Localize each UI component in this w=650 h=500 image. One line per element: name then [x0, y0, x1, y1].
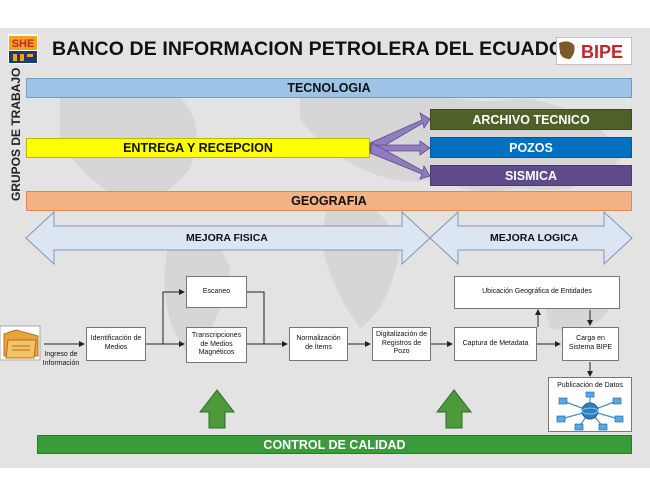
box-normalizacion: Normalización de Ítems [289, 327, 348, 361]
folder-icon [0, 318, 44, 366]
publicacion-label: Publicación de Datos [557, 382, 623, 389]
mejora-fisica-label: MEJORA FISICA [186, 232, 268, 244]
page-title: BANCO DE INFORMACION PETROLERA DEL ECUAD… [52, 38, 579, 60]
svg-text:BIPE: BIPE [581, 42, 623, 62]
box-escaneo: Escaneo [186, 276, 247, 308]
bar-tecnologia: TECNOLOGIA [26, 78, 632, 98]
fan-arrows [369, 112, 431, 180]
svg-text:SHE: SHE [12, 38, 35, 50]
box-identificacion: Identificación de Medios [86, 327, 146, 361]
bar-entrega-recepcion: ENTREGA Y RECEPCION [26, 138, 370, 158]
box-carga: Carga en Sistema BIPE [562, 327, 619, 361]
bar-geografia: GEOGRAFIA [26, 191, 632, 211]
box-publicacion: Publicación de Datos [548, 377, 632, 432]
up-arrow-left [198, 389, 236, 429]
she-logo: SHE [8, 34, 38, 64]
box-captura: Captura de Metadata [454, 327, 537, 361]
mejora-logica-label: MEJORA LOGICA [490, 232, 579, 244]
box-digitalizacion: Digitalización de Registros de Pozo [372, 327, 431, 361]
ingreso-label: Ingreso de Información [42, 351, 80, 368]
bar-sismica: SISMICA [430, 165, 632, 186]
mejora-logica-arrow [429, 210, 633, 266]
bar-pozos: POZOS [430, 137, 632, 158]
bar-archivo-tecnico: ARCHIVO TECNICO [430, 109, 632, 130]
network-globe-icon [556, 391, 624, 431]
box-transcripciones: Transcripciones de Medios Magnéticos [186, 327, 247, 363]
box-ubicacion: Ubicación Geográfica de Entidades [454, 276, 620, 309]
bar-control-calidad: CONTROL DE CALIDAD [37, 435, 632, 454]
up-arrow-right [435, 389, 473, 429]
bipe-logo: BIPE [555, 36, 633, 66]
